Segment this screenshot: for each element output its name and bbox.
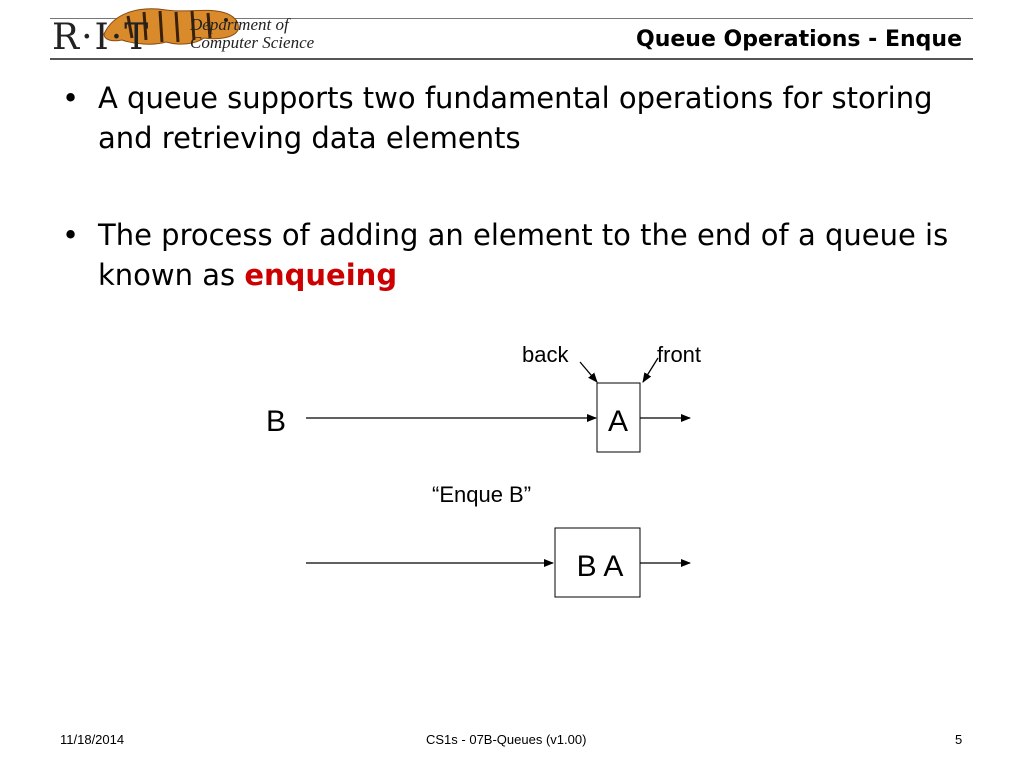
operation-caption: “Enque B” — [432, 482, 531, 507]
front-pointer-arrow — [642, 357, 659, 383]
rit-logo: R·I·T Department of Computer Science — [52, 4, 317, 60]
rit-letters: R·I·T — [52, 17, 151, 58]
footer-date: 11/18/2014 — [60, 732, 125, 747]
department-line-1: Department of — [190, 15, 289, 34]
department-line-2: Computer Science — [190, 33, 315, 52]
queue-box-before — [596, 382, 641, 453]
bullet-list: A queue supports two fundamental operati… — [62, 78, 972, 352]
tiger-mascot-icon — [103, 8, 239, 45]
bullet-item: The process of adding an element to the … — [62, 215, 972, 295]
bullet-item: A queue supports two fundamental operati… — [62, 78, 972, 158]
back-pointer-arrow — [579, 361, 598, 383]
footer-course: CS1s - 07B-Queues (v1.00) — [426, 732, 587, 747]
back-label: back — [522, 342, 569, 367]
department-name: Department of Computer Science — [190, 16, 314, 52]
queue-contents-before: A — [608, 405, 628, 438]
footer-page-number: 5 — [955, 732, 963, 747]
header-rule-bottom — [50, 58, 973, 60]
highlighted-term: enqueing — [244, 258, 398, 292]
slide-title: Queue Operations - Enque — [636, 27, 962, 52]
incoming-element: B — [266, 405, 286, 438]
front-label: front — [657, 342, 701, 367]
queue-contents-after: B A — [577, 550, 624, 583]
bullet-text: A queue supports two fundamental operati… — [98, 81, 933, 155]
queue-box-after — [554, 527, 641, 598]
header-rule-top — [50, 18, 973, 19]
bullet-text: The process of adding an element to the … — [98, 218, 949, 292]
